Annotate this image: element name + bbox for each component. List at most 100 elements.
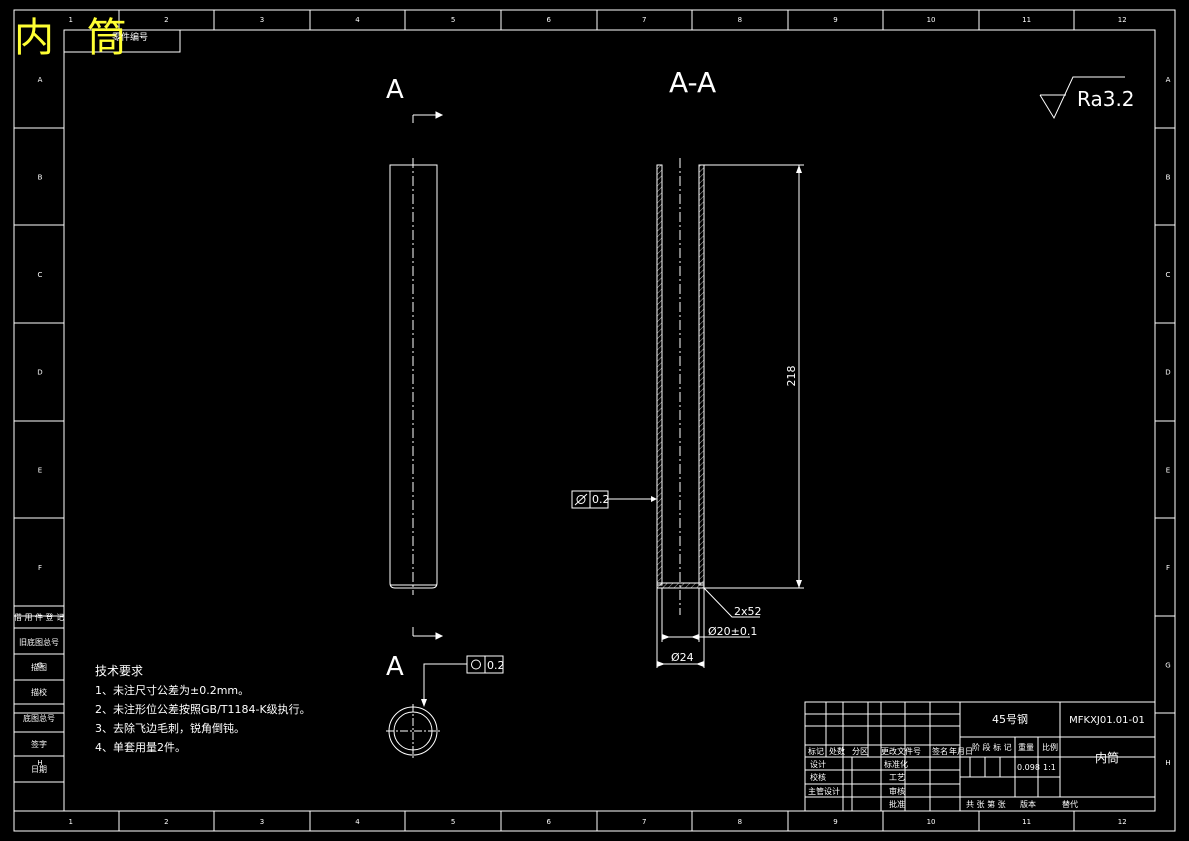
grid-col-label-bottom-6: 6 (546, 818, 551, 826)
sign-label-check: 校核 (810, 772, 826, 782)
grid-row-label-right-H: H (1165, 759, 1170, 767)
grid-row-label-left-F: F (38, 564, 42, 572)
circularity-symbol (471, 659, 481, 670)
grid-col-label-bottom-7: 7 (642, 818, 646, 826)
tech-req-item-1: 1、未注尺寸公差为±0.2mm。 (95, 684, 250, 697)
grid-row-label-right-F: F (1166, 564, 1170, 572)
grid-row-label-right-D: D (1165, 369, 1170, 377)
tube-wall-right (698, 164, 705, 586)
left-col-label-7: 日期 (31, 765, 47, 774)
left-label-column (13, 605, 65, 812)
drawing-title: 内 筒 (14, 15, 137, 61)
approval-label-2: 工艺 (889, 773, 905, 782)
grid-col-label-top-11: 11 (1022, 16, 1031, 24)
roughness-value: Ra3.2 (1077, 87, 1135, 111)
tech-req-item-3: 3、去除飞边毛刺，锐角倒钝。 (95, 722, 245, 735)
grid-col-label-top-3: 3 (260, 16, 264, 24)
tech-req-item-4: 4、单套用量2件。 (95, 741, 186, 754)
rev-label-5: 签名 (932, 746, 948, 756)
left-col-label-3: 描图 (31, 662, 47, 672)
rev-label-3: 分区 (852, 747, 868, 756)
grid-row-label-left-B: B (38, 173, 43, 181)
grid-col-label-bottom-8: 8 (738, 818, 742, 826)
grid-col-label-bottom-5: 5 (451, 818, 455, 826)
rev-label-2: 处数 (829, 746, 845, 756)
section-arrow-bottom (435, 632, 444, 640)
rev-label-4: 更改文件号 (881, 746, 921, 756)
approval-label-4: 批准 (889, 799, 905, 809)
grid-row-label-left-G: G (37, 662, 42, 670)
stage-label: 阶 段 标 记 (972, 742, 1012, 752)
grid-col-label-bottom-3: 3 (260, 818, 264, 826)
version-label: 版本 (1020, 799, 1036, 809)
left-col-label-4: 描校 (31, 687, 47, 697)
grid-row-label-left-C: C (38, 271, 43, 279)
view-label-a-top: A (386, 75, 404, 105)
grid-col-label-top-9: 9 (833, 16, 837, 24)
length-dimension-text: 218 (785, 366, 798, 387)
tech-req-heading: 技术要求 (95, 664, 144, 678)
grid-col-label-top-7: 7 (642, 16, 646, 24)
end-view-inner-circle (393, 711, 433, 751)
title-tag: 零件编号 (112, 33, 149, 43)
sheet-label: 共 张 第 张 (966, 799, 1006, 809)
grid-col-label-top-10: 10 (927, 16, 936, 24)
grid-col-label-top-12: 12 (1118, 16, 1127, 24)
grid-col-label-top-4: 4 (355, 16, 360, 24)
roughness-symbol (1039, 76, 1125, 120)
grid-col-label-top-6: 6 (546, 16, 551, 24)
replace-label: 替代 (1062, 799, 1078, 809)
grid-col-label-bottom-1: 1 (69, 818, 73, 826)
grid-col-label-bottom-4: 4 (355, 818, 360, 826)
section-arrow-top (435, 111, 444, 119)
section-view: A-A (571, 66, 804, 668)
left-col-label-2: 旧底图总号 (19, 637, 59, 647)
outer-dia-dimension-text: Ø24 (671, 651, 694, 664)
grid-col-label-top-8: 8 (738, 16, 742, 24)
grid-row-label-right-A: A (1166, 76, 1171, 84)
rev-label-1: 标记 (808, 746, 824, 756)
grid-row-label-left-H: H (37, 759, 42, 767)
tech-req-item-2: 2、未注形位公差按照GB/T1184-K级执行。 (95, 703, 311, 716)
sign-label-design: 设计 (810, 759, 826, 769)
grid-row-label-left-E: E (38, 466, 42, 474)
runout-value: 0.2 (592, 493, 610, 506)
weight-value: 0.098 (1017, 763, 1040, 772)
weight-label: 重量 (1018, 742, 1034, 752)
end-view: A 0.2 (386, 652, 505, 758)
tube-wall-left (656, 164, 663, 586)
grid-row-label-left-D: D (37, 369, 42, 377)
scale-value: 1:1 (1043, 763, 1056, 772)
grid-col-label-bottom-12: 12 (1118, 818, 1127, 826)
chamfer-dimension-text: 2x52 (734, 605, 762, 618)
section-title: A-A (669, 66, 716, 99)
grid-row-label-right-B: B (1166, 173, 1171, 181)
part-name: 内筒 (1095, 750, 1119, 765)
grid-col-label-bottom-11: 11 (1022, 818, 1031, 826)
view-label-a-bottom: A (386, 652, 404, 682)
grid-row-label-left-A: A (38, 76, 43, 84)
grid-row-label-right-E: E (1166, 466, 1170, 474)
grid-col-label-top-2: 2 (164, 16, 168, 24)
grid-col-label-bottom-2: 2 (164, 818, 168, 826)
grid-col-label-bottom-9: 9 (833, 818, 837, 826)
grid-row-label-right-G: G (1165, 662, 1170, 670)
grid-col-label-top-1: 1 (69, 16, 73, 24)
grid-col-label-top-5: 5 (451, 16, 455, 24)
left-col-label-6: 签字 (31, 739, 47, 749)
left-col-label-1: 借 用 件 登 记 (14, 612, 64, 622)
rev-label-6: 年月日 (949, 746, 973, 756)
sign-label-lead: 主管设计 (808, 786, 840, 796)
grid-col-label-bottom-10: 10 (927, 818, 936, 826)
title-tag-box (63, 29, 181, 53)
material-value: 45号钢 (992, 713, 1028, 726)
inner-dia-dimension-text: Ø20±0.1 (708, 625, 757, 638)
chamfer-leader (703, 587, 760, 618)
approval-label-1: 标准化 (884, 759, 908, 769)
grid-row-label-right-C: C (1166, 271, 1171, 279)
approval-label-3: 审核 (889, 786, 905, 796)
drawing-number: MFKXJ01.01-01 (1069, 715, 1145, 726)
scale-label: 比例 (1042, 742, 1058, 752)
technical-requirements: 技术要求 1、未注尺寸公差为±0.2mm。 2、未注形位公差按照GB/T1184… (95, 662, 311, 757)
